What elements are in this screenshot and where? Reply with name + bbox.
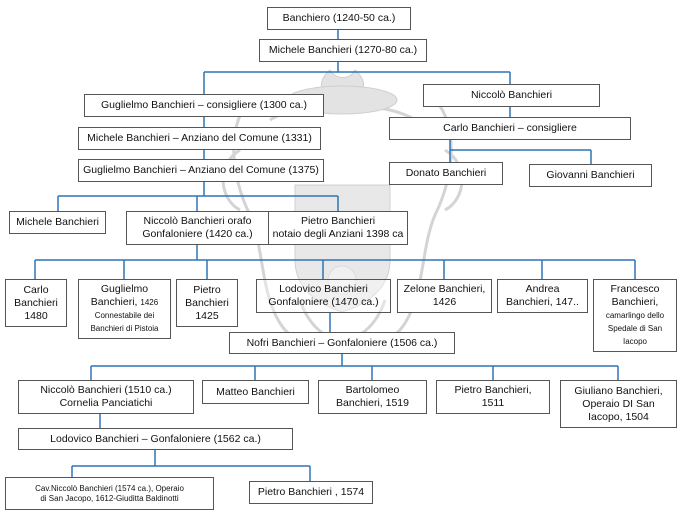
person-banchiero: Banchiero (1240-50 ca.) — [267, 7, 411, 30]
person-zelone: Zelone Banchieri,1426 — [397, 279, 492, 313]
person-nofri: Nofri Banchieri – Gonfaloniere (1506 ca.… — [229, 332, 455, 354]
person-michele-3: Michele Banchieri — [9, 211, 106, 234]
person-niccolo-1510: Niccolò Banchieri (1510 ca.)Cornelia Pan… — [18, 380, 194, 414]
person-niccolo-1574: Cav.Niccolò Banchieri (1574 ca.), Operai… — [5, 477, 214, 510]
person-lodovico-1562: Lodovico Banchieri – Gonfaloniere (1562 … — [18, 428, 293, 450]
person-matteo: Matteo Banchieri — [202, 380, 309, 404]
person-niccolo: Niccolò Banchieri — [423, 84, 600, 107]
person-donato: Donato Banchieri — [389, 162, 503, 185]
person-pietro-1511: Pietro Banchieri,1511 — [436, 380, 550, 414]
person-guglielmo-1300: Guglielmo Banchieri – consigliere (1300 … — [84, 94, 324, 117]
person-pietro-1574: Pietro Banchieri , 1574 — [249, 481, 373, 504]
person-carlo-consigliere: Carlo Banchieri – consigliere — [389, 117, 631, 140]
person-michele-1331: Michele Banchieri – Anziano del Comune (… — [78, 127, 321, 150]
person-giovanni: Giovanni Banchieri — [529, 164, 652, 187]
person-michele-1270: Michele Banchieri (1270-80 ca.) — [259, 39, 427, 62]
person-guglielmo-1375: Guglielmo Banchieri – Anziano del Comune… — [78, 159, 324, 182]
